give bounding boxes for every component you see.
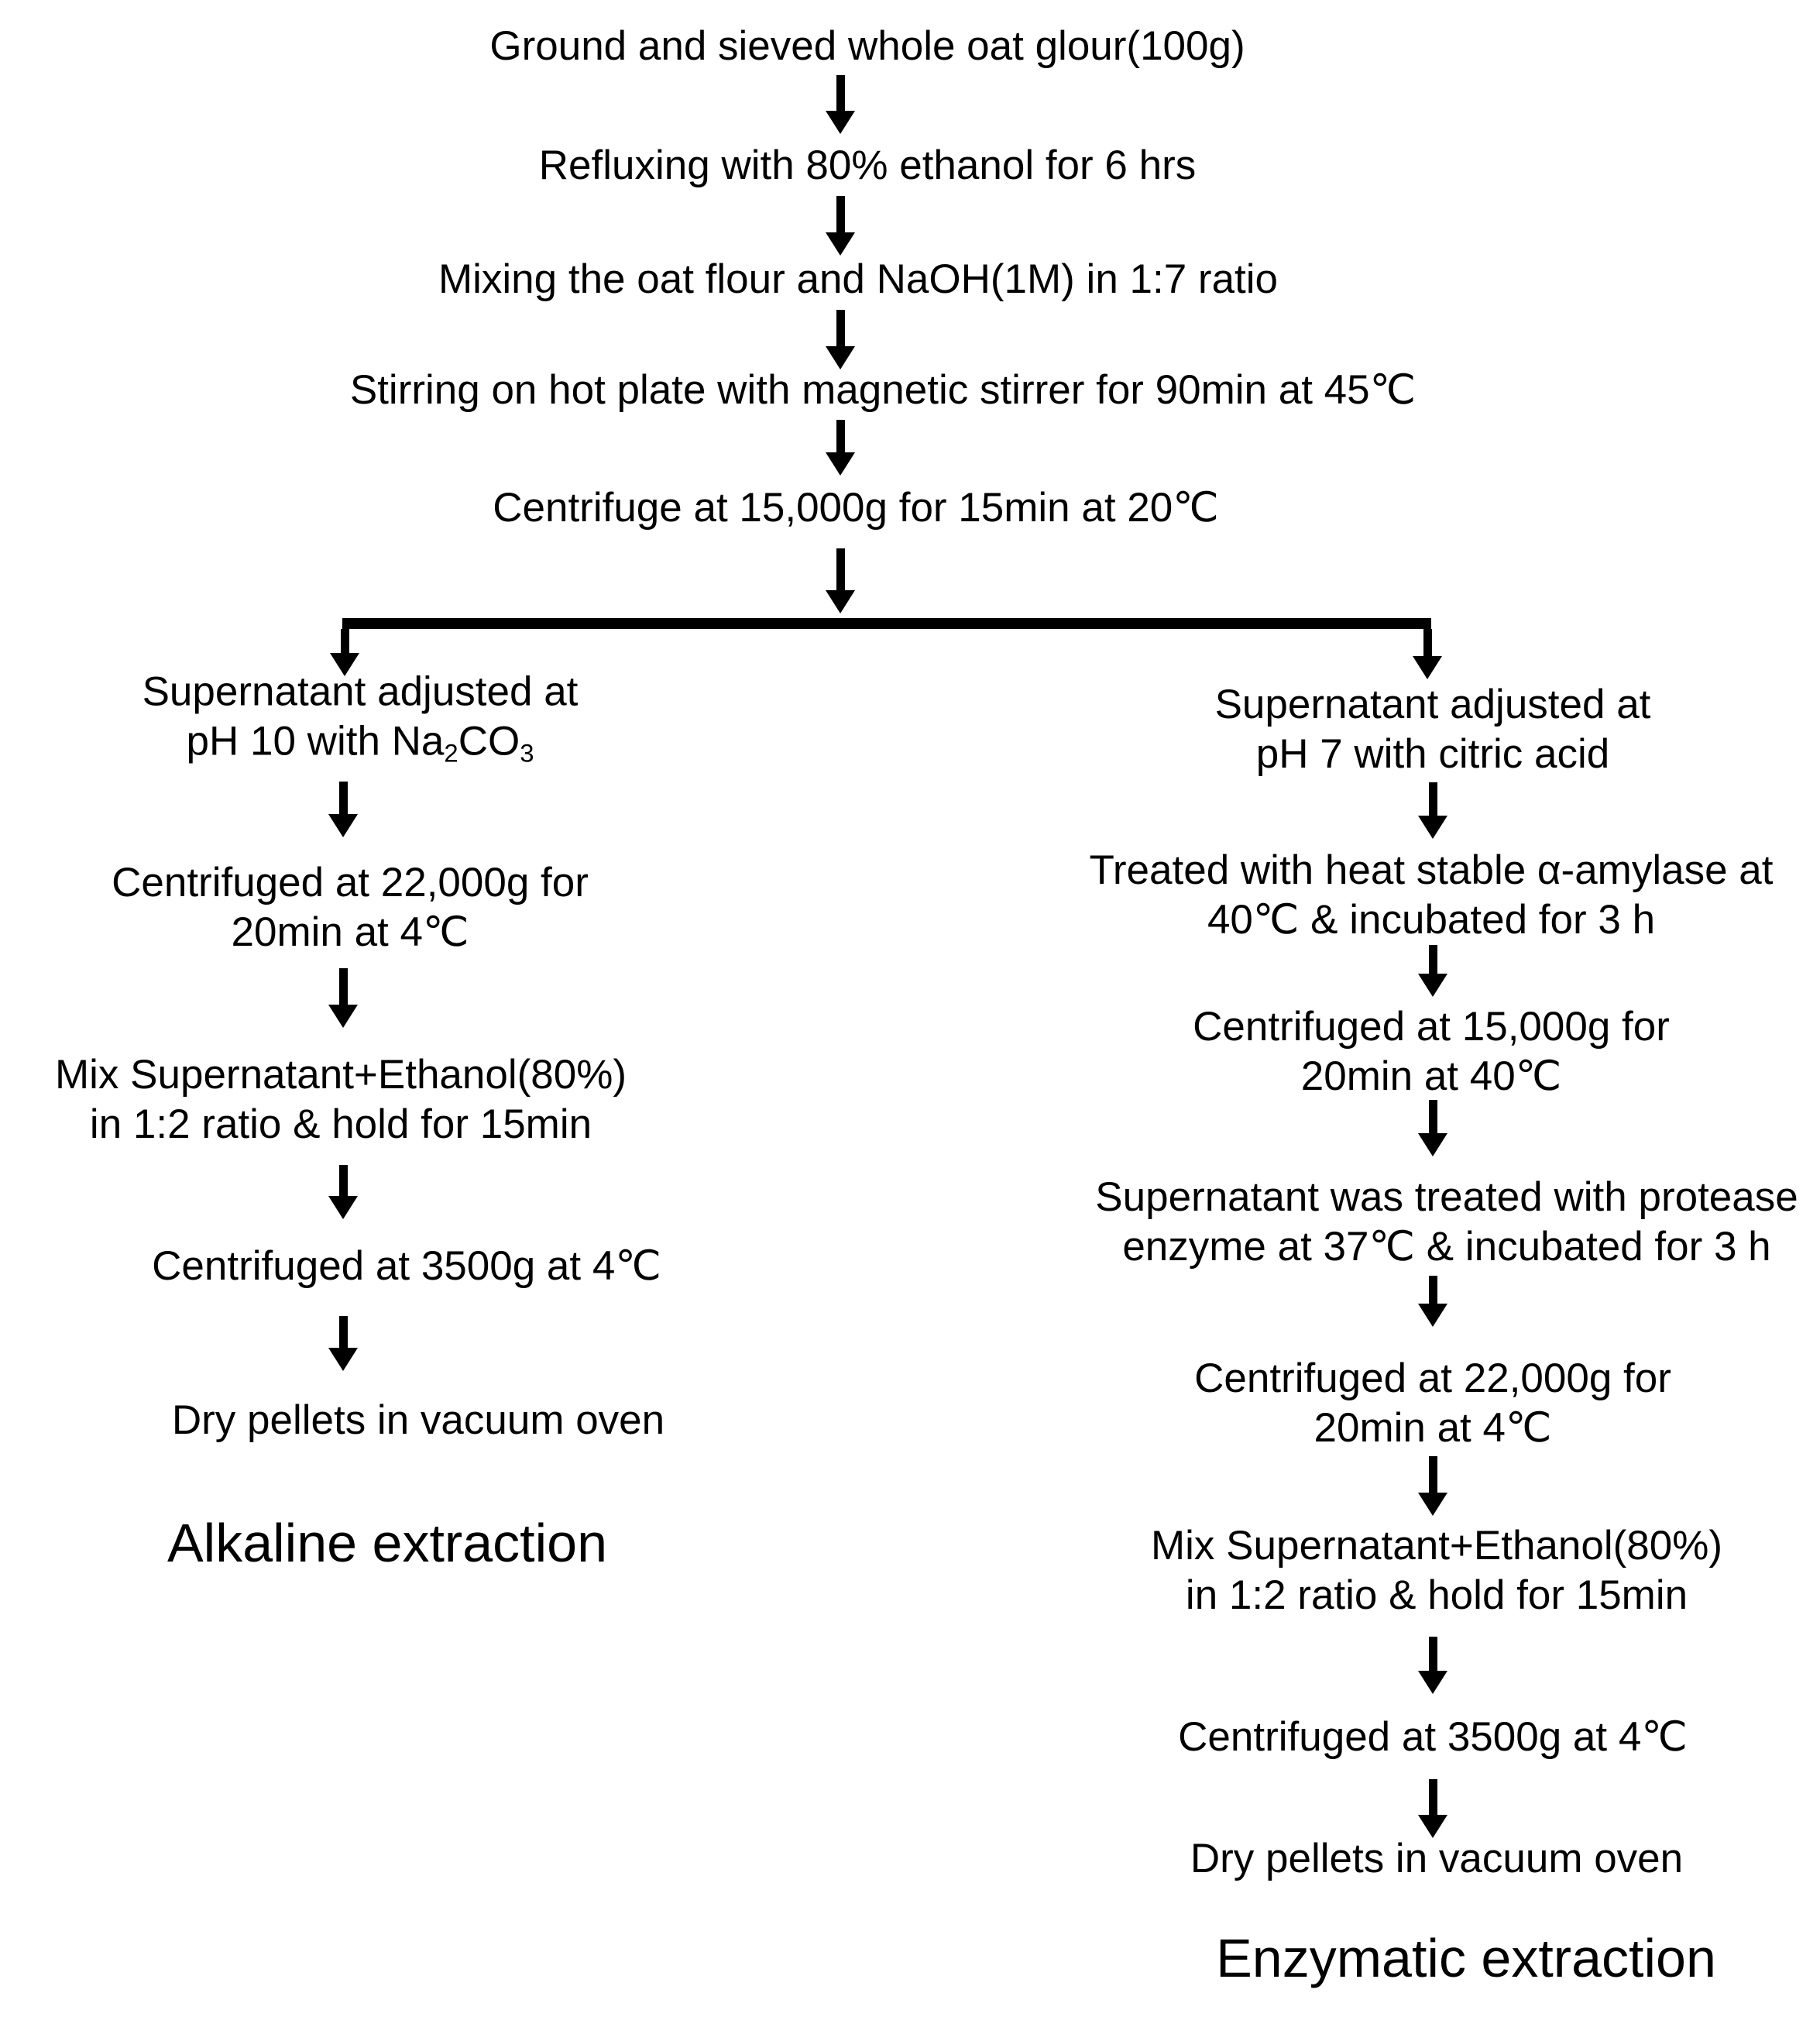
- arrow-head: [826, 452, 855, 476]
- arrow-head: [826, 111, 855, 134]
- step-line: Supernatant was treated with protease: [1095, 1174, 1798, 1220]
- arrow-stem: [340, 629, 349, 653]
- down-arrow-icon: [1418, 1276, 1447, 1327]
- down-arrow-icon: [826, 420, 855, 476]
- down-arrow-icon: [328, 1165, 358, 1219]
- arrow-stem: [836, 310, 845, 346]
- step-stirring-hotplate: Stirring on hot plate with magnetic stir…: [349, 367, 1417, 413]
- step-mix-ethanol-enz: Mix Supernatant+Ethanol(80%) in 1:2 rati…: [1151, 1521, 1722, 1620]
- down-arrow-icon: [1418, 782, 1447, 839]
- arrow-head: [1413, 656, 1442, 679]
- arrow-stem: [1428, 1779, 1437, 1815]
- step-refluxing: Refluxing with 80% ethanol for 6 hrs: [538, 143, 1197, 188]
- arrow-head: [1418, 1493, 1447, 1516]
- step-line: pH 7 with citric acid: [1255, 731, 1610, 777]
- down-arrow-icon: [1418, 1637, 1447, 1694]
- step-line: Supernatant adjusted at: [142, 668, 579, 715]
- down-arrow-icon: [826, 75, 855, 134]
- arrow-head: [1418, 1671, 1447, 1694]
- arrow-stem: [1428, 1637, 1437, 1671]
- step-line: Centrifuged at 22,000g for: [112, 860, 589, 905]
- arrow-stem: [1428, 782, 1437, 816]
- arrow-head: [328, 1005, 358, 1028]
- down-arrow-icon: [826, 310, 855, 369]
- step-ph7-citric: Supernatant adjusted at pH 7 with citric…: [1215, 680, 1651, 779]
- step-line: 20min at 4℃: [1313, 1405, 1552, 1451]
- arrow-stem: [836, 548, 845, 590]
- branch-arrow-left: [330, 629, 359, 676]
- arrow-head: [826, 590, 855, 613]
- step-mix-ethanol-alk: Mix Supernatant+Ethanol(80%) in 1:2 rati…: [55, 1050, 627, 1149]
- step-line: 20min at 40℃: [1300, 1053, 1562, 1099]
- down-arrow-icon: [328, 968, 358, 1028]
- step-ground-sieved: Ground and sieved whole oat glour(100g): [489, 23, 1245, 69]
- arrow-stem: [836, 75, 845, 111]
- step-ph10-na2co3: Supernatant adjusted at pH 10 with Na2CO…: [143, 667, 579, 778]
- step-centrifuged-22000g-enz: Centrifuged at 22,000g for 20min at 4℃: [1194, 1354, 1671, 1453]
- step-centrifuge-15000g: Centrifuge at 15,000g for 15min at 20℃: [493, 485, 1219, 531]
- arrow-stem: [338, 782, 348, 814]
- arrow-head: [1418, 1133, 1447, 1156]
- step-line: Mix Supernatant+Ethanol(80%): [1150, 1523, 1723, 1569]
- arrow-head: [328, 814, 358, 837]
- step-mixing-naoh: Mixing the oat flour and NaOH(1M) in 1:7…: [438, 256, 1279, 302]
- step-line: Supernatant adjusted at: [1214, 682, 1651, 727]
- step-line: enzyme at 37℃ & incubated for 3 h: [1122, 1224, 1771, 1270]
- step-centrifuged-3500g-alk: Centrifuged at 3500g at 4℃: [152, 1243, 661, 1289]
- down-arrow-icon: [1418, 1100, 1447, 1156]
- arrow-head: [1418, 974, 1447, 997]
- down-arrow-icon: [328, 1316, 358, 1371]
- arrow-stem: [338, 968, 348, 1005]
- step-line: Centrifuged at 15,000g for: [1193, 1004, 1670, 1050]
- down-arrow-icon: [1418, 1456, 1447, 1516]
- alkaline-extraction-title: Alkaline extraction: [167, 1513, 608, 1573]
- branch-arrow-right: [1413, 629, 1442, 679]
- step-protease: Supernatant was treated with protease en…: [1095, 1173, 1798, 1272]
- arrow-head: [1418, 1304, 1447, 1327]
- arrow-stem: [1428, 945, 1437, 974]
- step-line: pH 10 with Na2CO3: [186, 718, 534, 768]
- arrow-head: [1418, 1815, 1447, 1838]
- arrow-stem: [1428, 1456, 1437, 1493]
- step-centrifuged-22000g-alk: Centrifuged at 22,000g for 20min at 4℃: [112, 858, 589, 957]
- step-dry-pellets-alk: Dry pellets in vacuum oven: [171, 1397, 665, 1443]
- down-arrow-icon: [1418, 1779, 1447, 1838]
- step-line: 40℃ & incubated for 3 h: [1207, 897, 1656, 943]
- arrow-head: [826, 232, 855, 256]
- arrow-stem: [338, 1316, 348, 1348]
- arrow-stem: [836, 420, 845, 452]
- arrow-stem: [1428, 1100, 1437, 1133]
- arrow-head: [328, 1196, 358, 1219]
- arrow-stem: [1423, 629, 1432, 656]
- step-centrifuged-15000g-enz: Centrifuged at 15,000g for 20min at 40℃: [1193, 1002, 1670, 1101]
- arrow-head: [1418, 816, 1447, 839]
- arrow-head: [330, 653, 359, 676]
- step-line: in 1:2 ratio & hold for 15min: [1185, 1572, 1688, 1618]
- down-arrow-icon: [1418, 945, 1447, 997]
- step-line: Treated with heat stable α-amylase at: [1089, 847, 1774, 893]
- step-line: Mix Supernatant+Ethanol(80%): [54, 1052, 627, 1098]
- step-dry-pellets-enz: Dry pellets in vacuum oven: [1190, 1836, 1684, 1881]
- step-alpha-amylase: Treated with heat stable α-amylase at 40…: [1090, 846, 1774, 945]
- enzymatic-extraction-title: Enzymatic extraction: [1216, 1928, 1716, 1988]
- arrow-head: [328, 1348, 358, 1371]
- down-arrow-icon: [826, 548, 855, 613]
- arrow-stem: [338, 1165, 348, 1196]
- step-centrifuged-3500g-enz: Centrifuged at 3500g at 4℃: [1178, 1714, 1688, 1760]
- arrow-stem: [836, 196, 845, 232]
- step-line: in 1:2 ratio & hold for 15min: [89, 1101, 592, 1147]
- arrow-stem: [1428, 1276, 1437, 1304]
- down-arrow-icon: [328, 782, 358, 837]
- down-arrow-icon: [826, 196, 855, 256]
- arrow-head: [826, 346, 855, 369]
- step-line: Centrifuged at 22,000g for: [1194, 1356, 1671, 1401]
- step-line: 20min at 4℃: [231, 909, 469, 955]
- branch-bar: [342, 618, 1431, 629]
